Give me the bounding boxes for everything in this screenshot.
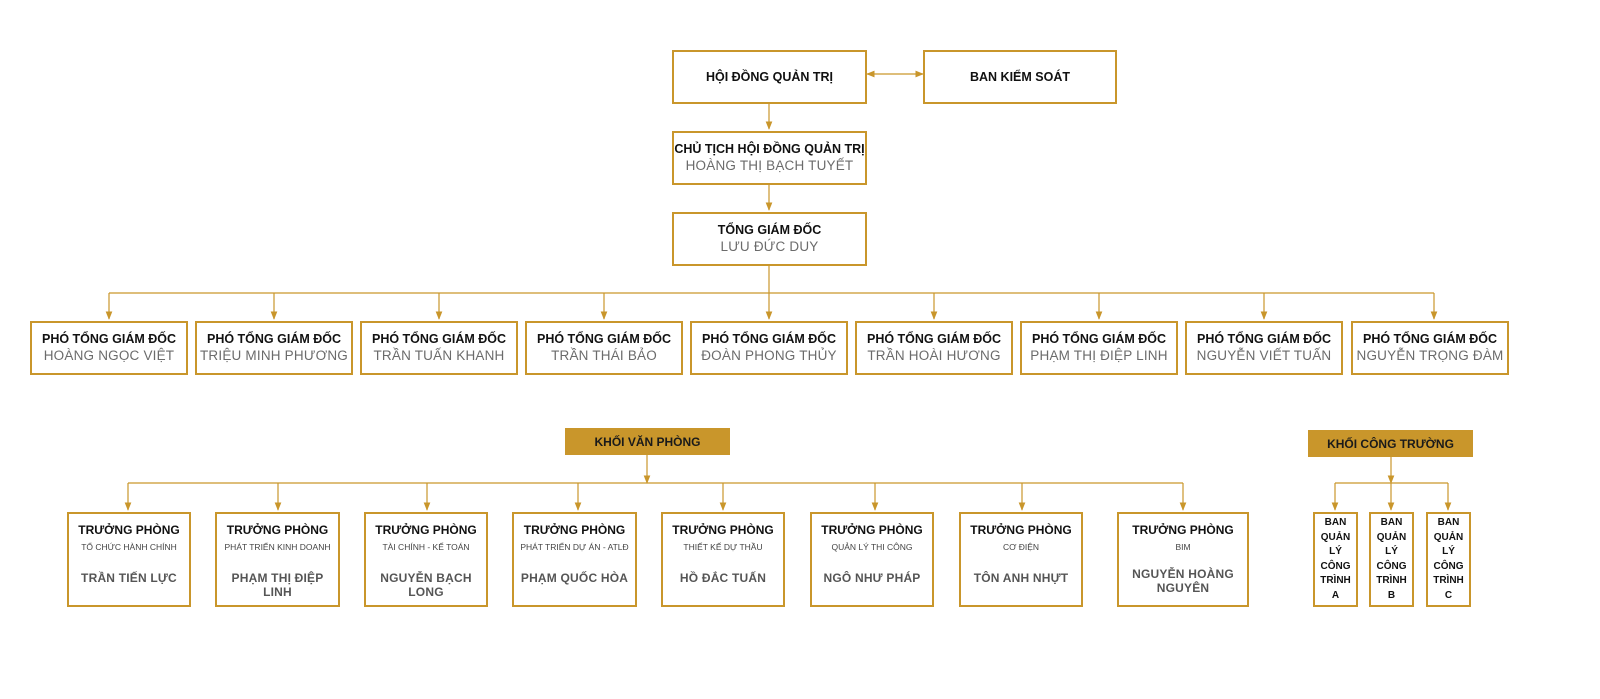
deputy-title: PHÓ TỔNG GIÁM ĐỐC: [1031, 332, 1167, 346]
deputy-name: TRẦN THÁI BẢO: [551, 348, 657, 363]
department-title: TRƯỞNG PHÒNG: [78, 523, 180, 537]
deputy-title: PHÓ TỔNG GIÁM ĐỐC: [206, 332, 342, 346]
department-head-name: NGUYỄN HOÀNG NGUYÊN: [1132, 567, 1234, 595]
department-box: TRƯỞNG PHÒNG TỔ CHỨC HÀNH CHÍNH TRẦN TIẾ…: [67, 512, 191, 607]
department-title: TRƯỞNG PHÒNG: [672, 523, 774, 537]
ceo-name: LƯU ĐỨC DUY: [720, 239, 819, 254]
deputy-name: ĐOÀN PHONG THỦY: [701, 348, 837, 363]
department-title: TRƯỞNG PHÒNG: [1132, 523, 1234, 537]
department-box: TRƯỞNG PHÒNG QUẢN LÝ THI CÔNG NGÔ NHƯ PH…: [810, 512, 934, 607]
department-box: TRƯỞNG PHÒNG TÀI CHÍNH - KẾ TOÁN NGUYỄN …: [364, 512, 488, 607]
chairman-name: HOÀNG THỊ BẠCH TUYẾT: [685, 158, 854, 173]
department-unit: THIẾT KẾ DỰ THẦU: [683, 542, 763, 552]
deputy-name: HOÀNG NGỌC VIỆT: [43, 348, 175, 363]
deputy-title: PHÓ TỔNG GIÁM ĐỐC: [1362, 332, 1498, 346]
department-title: TRƯỞNG PHÒNG: [821, 523, 923, 537]
site-title: BAN QUẢN LÝ CÔNG TRÌNH A: [1320, 517, 1351, 601]
deputy-box: PHÓ TỔNG GIÁM ĐỐC ĐOÀN PHONG THỦY: [690, 321, 848, 375]
deputy-box: PHÓ TỔNG GIÁM ĐỐC TRẦN HOÀI HƯƠNG: [855, 321, 1013, 375]
site-title: BAN QUẢN LÝ CÔNG TRÌNH B: [1376, 517, 1407, 601]
department-title: TRƯỞNG PHÒNG: [523, 523, 626, 537]
department-unit: PHÁT TRIỂN DỰ ÁN - ATLĐ: [520, 542, 629, 552]
department-head-name: TRẦN TIẾN LỰC: [81, 571, 177, 585]
deputy-box: PHÓ TỔNG GIÁM ĐỐC TRẦN TUẤN KHANH: [360, 321, 518, 375]
department-box: TRƯỞNG PHÒNG PHÁT TRIỂN DỰ ÁN - ATLĐ PHẠ…: [512, 512, 637, 607]
department-unit: TỔ CHỨC HÀNH CHÍNH: [81, 542, 177, 552]
site-box: BAN QUẢN LÝ CÔNG TRÌNH A: [1313, 512, 1358, 607]
department-box: TRƯỞNG PHÒNG CƠ ĐIỆN TÔN ANH NHỰT: [959, 512, 1083, 607]
department-head-name: TÔN ANH NHỰT: [973, 571, 1069, 585]
ceo-title: TỔNG GIÁM ĐỐC: [717, 223, 822, 237]
chairman-title: CHỦ TỊCH HỘI ĐỒNG QUẢN TRỊ: [674, 142, 865, 156]
department-unit: PHÁT TRIỂN KINH DOANH: [224, 542, 331, 552]
department-head-name: NGUYỄN BẠCH LONG: [380, 571, 472, 599]
office-block-box: KHỐI VĂN PHÒNG: [565, 428, 730, 455]
chairman-box: CHỦ TỊCH HỘI ĐỒNG QUẢN TRỊ HOÀNG THỊ BẠC…: [672, 131, 867, 185]
department-unit: CƠ ĐIỆN: [1002, 542, 1040, 552]
department-head-name: PHẠM QUỐC HÒA: [520, 571, 629, 585]
deputy-box: PHÓ TỔNG GIÁM ĐỐC HOÀNG NGỌC VIỆT: [30, 321, 188, 375]
deputy-box: PHÓ TỔNG GIÁM ĐỐC TRẦN THÁI BẢO: [525, 321, 683, 375]
site-box: BAN QUẢN LÝ CÔNG TRÌNH B: [1369, 512, 1414, 607]
site-block-title: KHỐI CÔNG TRƯỜNG: [1327, 436, 1454, 451]
deputy-name: TRẦN HOÀI HƯƠNG: [867, 348, 1001, 363]
department-title: TRƯỞNG PHÒNG: [375, 523, 477, 537]
department-head-name: PHẠM THỊ ĐIỆP LINH: [231, 571, 324, 599]
site-box: BAN QUẢN LÝ CÔNG TRÌNH C: [1426, 512, 1471, 607]
control-title: BAN KIỂM SOÁT: [970, 70, 1070, 84]
deputy-box: PHÓ TỔNG GIÁM ĐỐC NGUYỄN VIẾT TUẤN: [1185, 321, 1343, 375]
office-block-title: KHỐI VĂN PHÒNG: [594, 434, 701, 449]
deputy-name: NGUYỄN VIẾT TUẤN: [1196, 348, 1332, 363]
department-box: TRƯỞNG PHÒNG PHÁT TRIỂN KINH DOANH PHẠM …: [215, 512, 340, 607]
control-box: BAN KIỂM SOÁT: [923, 50, 1117, 104]
department-box: TRƯỞNG PHÒNG THIẾT KẾ DỰ THẦU HỒ ĐẮC TUẤ…: [661, 512, 785, 607]
deputy-name: PHẠM THỊ ĐIỆP LINH: [1030, 348, 1168, 363]
ceo-box: TỔNG GIÁM ĐỐC LƯU ĐỨC DUY: [672, 212, 867, 266]
deputy-box: PHÓ TỔNG GIÁM ĐỐC TRIỆU MINH PHƯƠNG: [195, 321, 353, 375]
deputy-box: PHÓ TỔNG GIÁM ĐỐC PHẠM THỊ ĐIỆP LINH: [1020, 321, 1178, 375]
department-unit: QUẢN LÝ THI CÔNG: [831, 542, 913, 552]
deputy-title: PHÓ TỔNG GIÁM ĐỐC: [536, 332, 672, 346]
deputy-title: PHÓ TỔNG GIÁM ĐỐC: [41, 332, 177, 346]
department-box: TRƯỞNG PHÒNG BIM NGUYỄN HOÀNG NGUYÊN: [1117, 512, 1249, 607]
deputy-title: PHÓ TỔNG GIÁM ĐỐC: [371, 332, 507, 346]
deputy-name: TRIỆU MINH PHƯƠNG: [199, 348, 348, 363]
deputy-box: PHÓ TỔNG GIÁM ĐỐC NGUYỄN TRỌNG ĐÀM: [1351, 321, 1509, 375]
deputy-title: PHÓ TỔNG GIÁM ĐỐC: [701, 332, 837, 346]
deputy-name: NGUYỄN TRỌNG ĐÀM: [1356, 348, 1504, 363]
department-unit: BIM: [1175, 542, 1191, 552]
department-head-name: HỒ ĐẮC TUẤN: [679, 571, 767, 585]
site-block-box: KHỐI CÔNG TRƯỜNG: [1308, 430, 1473, 457]
deputy-name: TRẦN TUẤN KHANH: [373, 348, 505, 363]
department-title: TRƯỞNG PHÒNG: [970, 523, 1072, 537]
deputy-title: PHÓ TỔNG GIÁM ĐỐC: [1196, 332, 1332, 346]
department-unit: TÀI CHÍNH - KẾ TOÁN: [382, 542, 470, 552]
department-head-name: NGÔ NHƯ PHÁP: [823, 571, 921, 585]
deputy-title: PHÓ TỔNG GIÁM ĐỐC: [866, 332, 1002, 346]
board-box: HỘI ĐỒNG QUẢN TRỊ: [672, 50, 867, 104]
site-title: BAN QUẢN LÝ CÔNG TRÌNH C: [1433, 517, 1464, 601]
board-title: HỘI ĐỒNG QUẢN TRỊ: [705, 70, 834, 84]
department-title: TRƯỞNG PHÒNG: [226, 523, 329, 537]
